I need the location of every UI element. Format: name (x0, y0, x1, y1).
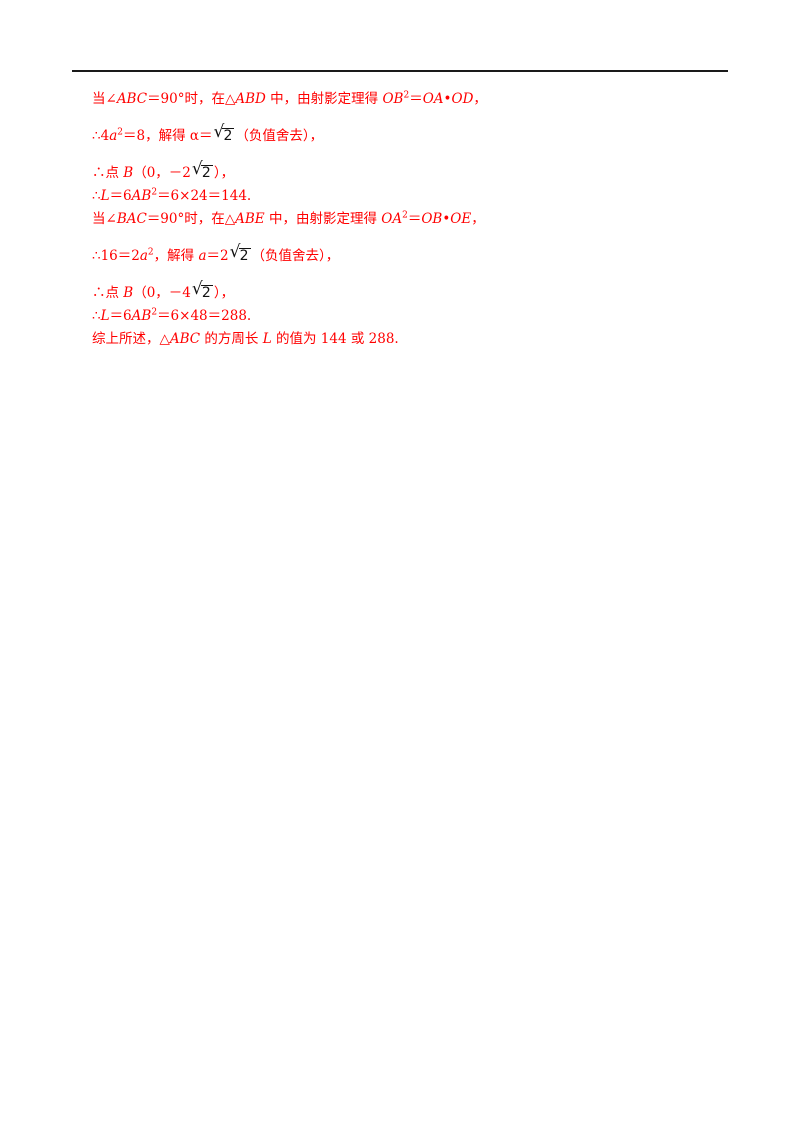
text-run: 中，由射影定理得 (264, 211, 382, 227)
text-run: ＝2 (206, 248, 229, 264)
solution-line-4: ∴L＝6AB2＝6×24＝144. (92, 187, 722, 206)
text-run: 当∠ (92, 91, 117, 107)
text-run: 中，由射影定理得 (265, 91, 383, 107)
math-variable: OE (450, 211, 472, 227)
text-run: ∴16＝2 (92, 248, 140, 264)
text-run: （0，－2 (133, 165, 191, 181)
text-run: ＝8，解得 α＝ (122, 128, 213, 144)
solution-line-2: ∴4a2＝8，解得 α＝√2（负值舍去）， (92, 122, 722, 146)
radicand: 2 (200, 165, 213, 181)
radicand: 2 (238, 248, 251, 264)
superscript: 2 (403, 90, 410, 101)
solution-line-1: 当∠ABC＝90°时，在△ABD 中，由射影定理得 OB2＝OA•OD， (92, 90, 722, 109)
solution-line-7: ∴点 B（0，－4√2）， (92, 279, 722, 303)
math-variable: OB (421, 211, 443, 227)
text-run: ∴点 (92, 165, 124, 181)
solution-line-5: 当∠BAC＝90°时，在△ABE 中，由射影定理得 OA2＝OB•OE， (92, 210, 722, 229)
square-root: √2 (191, 279, 213, 301)
math-variable: ABC (116, 91, 148, 107)
math-variable: AB (131, 308, 152, 324)
math-variable: B (123, 285, 134, 301)
superscript: 2 (151, 187, 158, 198)
radical-sign-icon: √ (191, 279, 203, 299)
text-run: ＝90°时，在△ (146, 211, 236, 227)
square-root: √2 (229, 242, 251, 264)
math-variable: ABD (235, 91, 266, 107)
math-variable: ABC (169, 331, 201, 347)
text-run: ，解得 (153, 248, 199, 264)
text-run: ∴点 (92, 285, 124, 301)
math-variable: AB (131, 188, 152, 204)
radicand: 2 (222, 128, 235, 144)
text-run: （负值舍去）， (251, 248, 340, 264)
text-run: ＝ (409, 91, 423, 107)
radicand: 2 (200, 285, 213, 301)
text-run: 的方周长 (200, 331, 263, 347)
math-variable: B (123, 165, 134, 181)
math-variable: a (109, 128, 118, 144)
math-variable: a (198, 248, 207, 264)
text-run: 当∠ (92, 211, 117, 227)
superscript: 2 (117, 127, 123, 138)
text-run: ， (473, 91, 487, 107)
superscript: 2 (151, 307, 158, 318)
math-variable: ABE (235, 211, 265, 227)
radical-sign-icon: √ (191, 159, 203, 179)
text-run: ∴ (92, 188, 101, 204)
math-variable: BAC (116, 211, 147, 227)
text-run: ∴4 (92, 128, 110, 144)
solution-line-6: ∴16＝2a2，解得 a＝2√2（负值舍去）， (92, 242, 722, 266)
radical-sign-icon: √ (229, 242, 241, 262)
solution-line-3: ∴点 B（0，－2√2）， (92, 159, 722, 183)
math-variable: OB (382, 91, 404, 107)
text-run: ＝90°时，在△ (147, 91, 236, 107)
text-run: （0，－4 (133, 285, 191, 301)
text-run: ＝ (407, 211, 422, 227)
text-run: 综上所述，△ (92, 331, 170, 347)
superscript: 2 (147, 247, 154, 258)
text-run: ∴ (92, 308, 101, 324)
math-variable: OA (422, 91, 444, 107)
math-variable: L (100, 308, 110, 324)
text-run: （负值舍去）， (235, 128, 324, 144)
text-run: ）， (213, 285, 235, 301)
math-variable: L (100, 188, 110, 204)
solution-line-8: ∴L＝6AB2＝6×48＝288. (92, 307, 722, 326)
text-run: ＝6×48＝288. (157, 308, 252, 324)
math-variable: a (139, 248, 148, 264)
text-run: 的值为 144 或 288. (271, 331, 399, 347)
text-run: • (443, 91, 452, 107)
superscript: 2 (402, 210, 408, 221)
text-run: ＝6 (109, 308, 132, 324)
text-run: ， (471, 211, 485, 227)
radical-sign-icon: √ (213, 122, 225, 142)
text-run: ＝6×24＝144. (157, 188, 252, 204)
square-root: √2 (191, 159, 213, 181)
math-variable: L (262, 331, 272, 347)
text-run: ＝6 (109, 188, 132, 204)
solution-line-9: 综上所述，△ABC 的方周长 L 的值为 144 或 288. (92, 330, 722, 349)
solution-text: 当∠ABC＝90°时，在△ABD 中，由射影定理得 OB2＝OA•OD， ∴4a… (92, 90, 722, 349)
header-rule (72, 70, 728, 72)
text-run: ）， (213, 165, 235, 181)
math-variable: OA (381, 211, 403, 227)
text-run: • (442, 211, 451, 227)
math-variable: OD (451, 91, 474, 107)
square-root: √2 (213, 122, 235, 144)
